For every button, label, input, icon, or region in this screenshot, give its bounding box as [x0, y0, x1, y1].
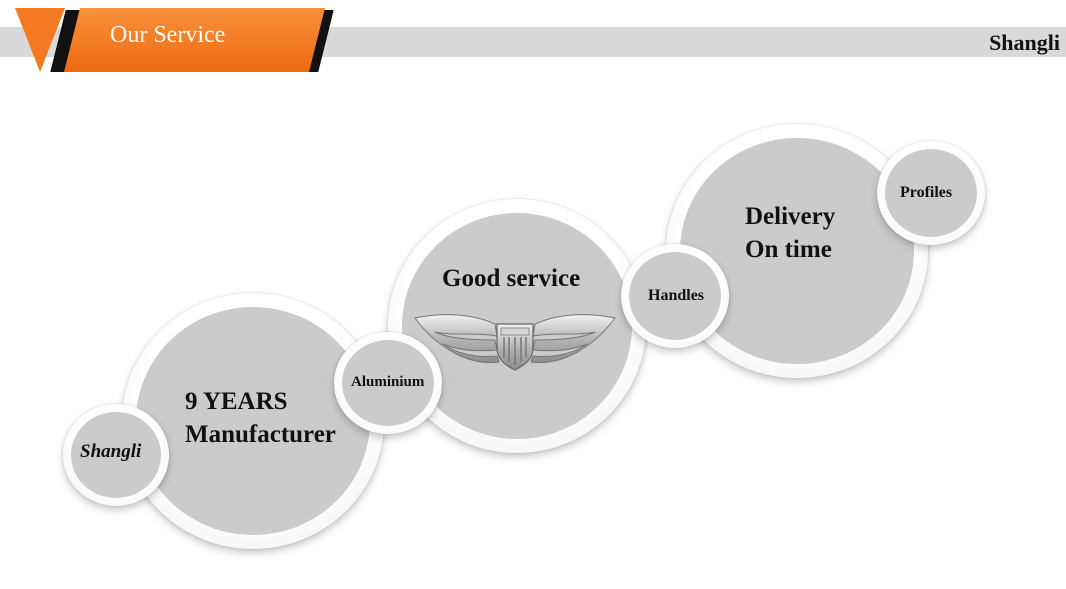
profiles-label: Profiles [900, 184, 953, 201]
delivery-line2: On time [745, 236, 832, 263]
aluminium-label: Aluminium [351, 374, 425, 390]
manufacturer-line1: 9 YEARS [185, 388, 288, 415]
profiles-circle [877, 141, 985, 245]
winged-shield-icon [414, 314, 616, 371]
manufacturer-line2: Manufacturer [185, 421, 336, 448]
shangli-circle-label: Shangli [80, 441, 142, 462]
brand-name: Shangli [989, 30, 1060, 55]
shangli-circle [63, 404, 169, 506]
section-title: Our Service [110, 22, 226, 48]
handles-label: Handles [648, 287, 705, 304]
good-service-label: Good service [442, 265, 581, 292]
delivery-line1: Delivery [745, 203, 836, 230]
aluminium-circle [334, 332, 442, 434]
handles-circle [621, 244, 729, 348]
manufacturer-circle [122, 293, 384, 549]
